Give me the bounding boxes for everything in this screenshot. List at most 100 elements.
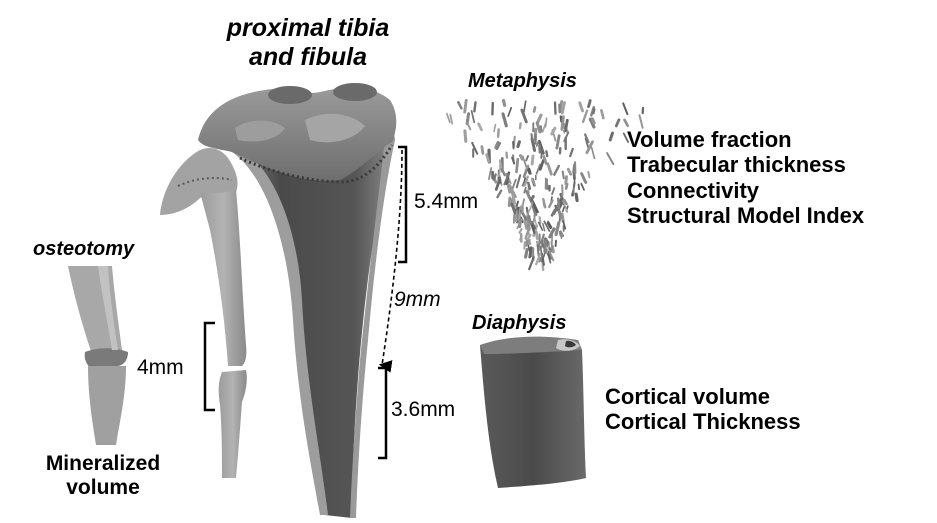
trabecula-strut	[546, 118, 547, 127]
trabecula-strut	[520, 229, 522, 233]
trabecula-strut	[562, 117, 564, 130]
trabecula-strut	[528, 183, 530, 189]
trabecula-strut	[458, 102, 461, 108]
trabecula-strut	[579, 185, 580, 190]
trabecula-strut	[561, 232, 563, 236]
trabecula-strut	[563, 172, 564, 179]
trabecula-strut	[500, 160, 501, 167]
trabecula-strut	[580, 103, 583, 111]
trabecula-strut	[616, 120, 619, 126]
trabecula-strut	[465, 100, 467, 112]
metaphysis-metrics: Volume fraction Trabecular thickness Con…	[627, 127, 864, 228]
diaphysis-cortical-segment	[480, 337, 586, 488]
trabecula-strut	[519, 207, 521, 220]
trabecula-strut	[499, 177, 500, 182]
trabecula-strut	[524, 101, 526, 112]
trabecula-strut	[496, 143, 498, 148]
trabecula-strut	[562, 214, 563, 221]
trabecula-strut	[522, 110, 526, 122]
trabecula-strut	[548, 164, 552, 174]
trabecula-strut	[494, 125, 495, 132]
trabecula-strut	[520, 220, 521, 226]
trabecula-strut	[542, 243, 544, 247]
metric-cortical-thickness: Cortical Thickness	[605, 409, 801, 434]
metaphysis-length-label: 5.4mm	[414, 190, 478, 214]
osteotomy-gap-label: 4mm	[137, 356, 184, 380]
trabecula-strut	[562, 103, 564, 114]
diaphysis-length-label: 3.6mm	[391, 398, 455, 422]
trabecula-strut	[496, 182, 498, 189]
trabecula-strut	[537, 123, 540, 132]
trabecula-strut	[526, 156, 528, 161]
trabecula-strut	[570, 149, 573, 156]
trabecula-strut	[566, 177, 567, 184]
trabecula-strut	[467, 122, 470, 129]
trabecula-strut	[554, 166, 559, 175]
trabecula-strut	[589, 101, 591, 107]
trabecula-strut	[574, 178, 575, 186]
trabecula-strut	[555, 103, 556, 114]
title-line-2: and fibula	[193, 43, 423, 72]
trabecula-strut	[583, 111, 587, 122]
trabecula-strut	[541, 148, 542, 158]
trabecula-strut	[640, 115, 643, 128]
trabecula-strut	[610, 133, 612, 140]
mineralized-volume-caption: Mineralized volume	[28, 452, 178, 500]
metric-structural-model-index: Structural Model Index	[627, 203, 864, 228]
trabecula-strut	[552, 188, 554, 194]
caption-line-2: volume	[28, 476, 178, 500]
trabecula-strut	[544, 157, 546, 164]
trabecula-strut	[474, 102, 475, 111]
trabecula-strut	[531, 196, 533, 200]
trabecula-strut	[573, 165, 574, 173]
trabecula-strut	[520, 123, 521, 128]
trabecula-strut	[512, 180, 516, 189]
trabecula-strut	[503, 114, 506, 126]
trabecula-strut	[557, 136, 559, 148]
bracket-osteotomy	[205, 323, 215, 410]
trabecula-strut	[558, 199, 559, 209]
fibula-proximal-shaft	[200, 190, 246, 366]
trabecula-strut	[525, 222, 527, 229]
osteotomy-heading: osteotomy	[33, 238, 134, 261]
trabecula-strut	[517, 159, 518, 172]
trabecula-strut	[581, 184, 584, 190]
trabecula-strut	[489, 168, 491, 179]
trabecula-strut	[509, 198, 510, 206]
trabecula-strut	[487, 155, 489, 162]
metaphysis-heading: Metaphysis	[468, 70, 577, 93]
trabecula-strut	[623, 103, 627, 114]
trabecula-strut	[588, 172, 589, 177]
trabecula-strut	[479, 124, 482, 130]
trabecula-strut	[543, 224, 545, 231]
trabecula-strut	[537, 142, 538, 146]
trabecula-strut	[568, 169, 570, 174]
title-line-1: proximal tibia	[193, 14, 423, 43]
trabecula-strut	[559, 212, 560, 217]
trabecula-strut	[498, 130, 499, 137]
trabecula-strut	[561, 117, 562, 122]
trabecula-strut	[546, 151, 547, 156]
trabecula-strut	[549, 201, 552, 208]
trabecula-strut	[507, 153, 508, 158]
trabecula-strut	[607, 153, 613, 164]
trabecula-strut	[526, 241, 528, 246]
trabecula-strut	[548, 223, 550, 227]
trabecula-strut	[529, 257, 534, 269]
fibula	[160, 148, 247, 478]
metric-trabecular-thickness: Trabecular thickness	[627, 152, 864, 177]
trabecula-strut	[625, 120, 628, 126]
trabecula-strut	[601, 110, 603, 118]
trabecula-strut	[526, 250, 528, 258]
trabecula-strut	[576, 194, 577, 200]
bracket-diaphysis	[378, 368, 386, 458]
trabecula-strut	[540, 217, 541, 223]
trabecula-strut	[534, 108, 535, 112]
metric-volume-fraction: Volume fraction	[627, 127, 864, 152]
trabecula-strut	[497, 191, 501, 198]
trabecula-strut	[482, 147, 483, 154]
diaphysis-metrics: Cortical volume Cortical Thickness	[605, 384, 801, 435]
trabecula-strut	[508, 108, 511, 116]
figure-title: proximal tibia and fibula	[193, 14, 423, 72]
